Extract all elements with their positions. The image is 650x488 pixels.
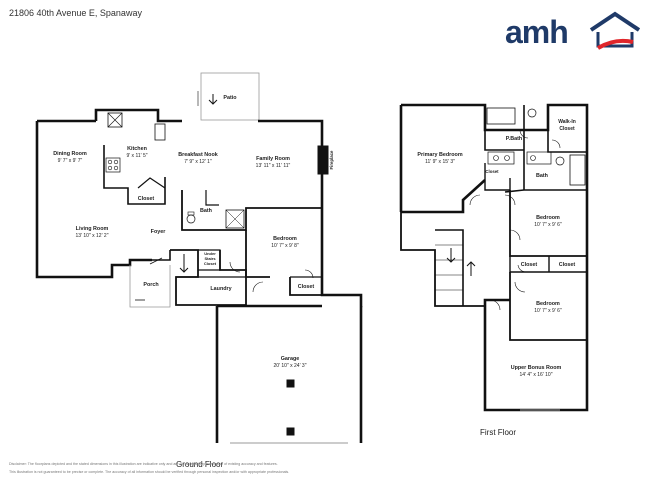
garage-label: Garage — [281, 356, 300, 362]
upper-bonus-room-label: Upper Bonus Room — [511, 365, 562, 371]
primary-bedroom-label: Primary Bedroom — [417, 152, 462, 158]
house-roof-icon — [589, 11, 640, 50]
ground-floor-label: Ground Floor — [176, 460, 224, 469]
bedroom-two-label: Bedroom — [536, 301, 560, 307]
disclaimer-line-2: This illustration is not guaranteed to b… — [9, 470, 290, 474]
patio-label: Patio — [223, 95, 237, 101]
bedroom-one-label: Bedroom — [536, 215, 560, 221]
laundry-label: Laundry — [210, 286, 231, 292]
ground-bedroom-dim: 10' 7" x 9' 8" — [271, 243, 299, 249]
kitchen-dim: 9' x 11' 5" — [126, 153, 147, 159]
family-room-label: Family Room — [256, 156, 290, 162]
ground-bedroom-label: Bedroom — [273, 236, 297, 242]
bedroom-two-dim: 10' 7" x 9' 6" — [534, 308, 562, 314]
pbath-label: P.Bath — [506, 136, 522, 142]
closet-a-label: Closet — [521, 262, 538, 268]
first-floor-label: First Floor — [480, 428, 516, 437]
breakfast-nook-dim: 7' 9" x 12' 1" — [184, 159, 212, 165]
closet-b-label: Closet — [559, 262, 576, 268]
primary-bedroom-dim: 11' 9" x 15' 3" — [425, 159, 455, 165]
breakfast-nook-label: Breakfast Nook — [178, 152, 218, 158]
garage-dim: 20' 10" x 24' 3" — [274, 363, 307, 369]
walkin-closet-box: Walk-In Closet — [558, 119, 576, 132]
bedroom-closet-label: Closet — [298, 284, 315, 290]
family-room-dim: 13' 11" x 11' 11" — [256, 163, 291, 169]
fireplace-label: Fireplace — [329, 150, 334, 169]
under-stairs-closet-box: Under Stairs Closet — [203, 251, 217, 266]
kitchen-label: Kitchen — [127, 146, 147, 152]
disclaimer-line-1: Disclaimer: The floorplans depicted and … — [9, 462, 278, 466]
under-stairs-closet-label: Under Stairs Closet — [203, 251, 217, 266]
foyer-label: Foyer — [151, 229, 167, 235]
amh-logo: amh — [505, 8, 640, 53]
small-closet-label: Closet — [485, 169, 499, 174]
walkin-closet-label: Walk-In Closet — [558, 119, 576, 132]
dining-room-dim: 9' 7" x 9' 7" — [58, 158, 83, 164]
porch-label: Porch — [143, 282, 158, 288]
upper-bonus-room-dim: 14' 4" x 16' 10" — [520, 372, 553, 378]
kitchen-closet-label: Closet — [138, 196, 155, 202]
first-bath-label: Bath — [536, 173, 548, 179]
bedroom-one-dim: 10' 7" x 9' 6" — [534, 222, 562, 228]
logo-wordmark: amh — [505, 14, 569, 50]
living-room-dim: 13' 10" x 12' 2" — [76, 233, 109, 239]
property-address: 21806 40th Avenue E, Spanaway — [9, 8, 142, 18]
dining-room-label: Dining Room — [53, 151, 87, 157]
living-room-label: Living Room — [76, 226, 109, 232]
ground-bath-label: Bath — [200, 208, 212, 214]
